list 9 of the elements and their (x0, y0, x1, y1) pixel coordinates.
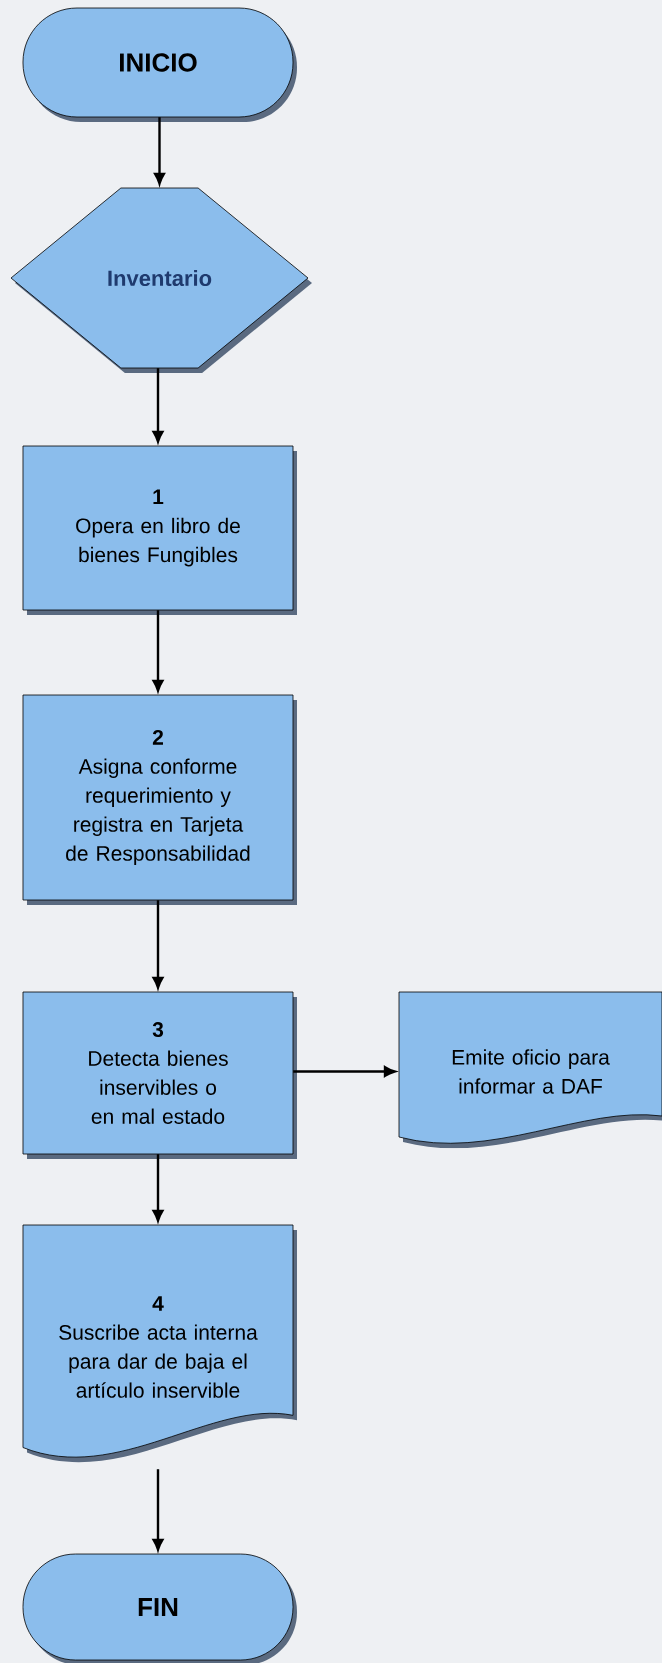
arrow (152, 610, 164, 692)
arrow (152, 368, 164, 443)
arrow (152, 1469, 164, 1551)
arrow (152, 1154, 164, 1222)
arrow (152, 900, 164, 989)
process-box: 1 Opera en libro de bienes Fungibles (22, 445, 297, 615)
process-box: 2 Asigna conforme requerimiento y registra en Tarjeta de Responsabilidad (22, 694, 297, 905)
preparation-hexagon: Inventario (10, 187, 312, 373)
process-box: 3 Detecta bienes inservibles o en mal estado (22, 991, 297, 1159)
